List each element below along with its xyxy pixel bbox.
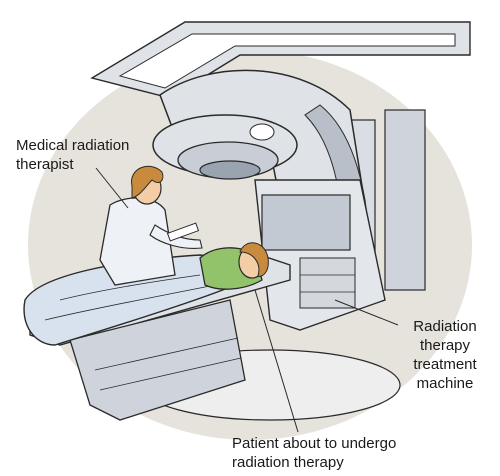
couch-base-line-2: [99, 357, 242, 391]
label-medical-radiation-therapist: Medical radiation therapist: [16, 137, 130, 173]
ceiling-frame-inner: [118, 33, 456, 89]
leader-line-machine: [334, 299, 399, 326]
treatment-head-lens: [199, 160, 261, 180]
couch-base-line: [94, 337, 239, 371]
leader-line-patient: [254, 289, 299, 433]
monitor-screen: [261, 194, 351, 251]
wall-panel: [384, 109, 426, 291]
sheet-fold-2: [44, 284, 216, 321]
treatment-head-knob: [249, 123, 275, 141]
couch-base: [69, 299, 246, 421]
cabinet-panel: [299, 257, 356, 309]
leader-line-therapist: [95, 167, 129, 209]
therapist-clipboard: [166, 222, 200, 242]
patient-hair: [239, 242, 269, 277]
label-patient-about-to-undergo-radiation-therapy: Patient about to undergo radiation thera…: [232, 435, 397, 471]
therapist-hair: [131, 165, 164, 199]
sheet-fold: [59, 274, 201, 301]
label-radiation-therapy-treatment-machine: Radiation therapy treatment machine: [413, 318, 477, 392]
